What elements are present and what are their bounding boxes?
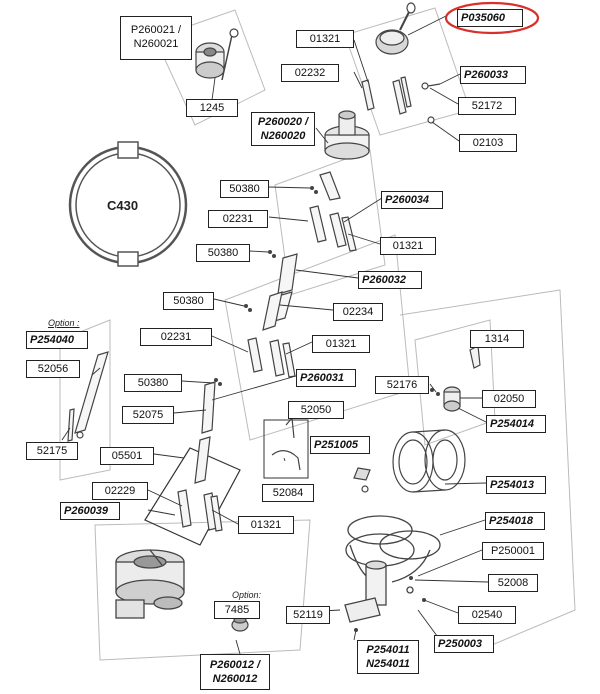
tube-stack — [177, 171, 357, 532]
callout-p254018: P254018 — [485, 512, 545, 530]
callout-n260012-line2: N260012 — [212, 673, 258, 685]
callout-n260020-line2: N260020 — [260, 130, 306, 142]
callout-02234: 02234 — [333, 303, 383, 321]
callout-52119: 52119 — [286, 606, 330, 624]
callout-p254014: P254014 — [486, 415, 546, 433]
callout-50380-d: 50380 — [124, 374, 182, 392]
c430-ring — [68, 141, 188, 267]
head-part-p035060 — [375, 2, 416, 55]
callout-01321-d: 01321 — [238, 516, 294, 534]
frame-p260039 — [144, 447, 241, 546]
callout-p260031: P260031 — [296, 369, 356, 387]
callout-52176: 52176 — [375, 376, 429, 394]
callout-p254013: P254013 — [486, 476, 546, 494]
callout-52008: 52008 — [488, 574, 538, 592]
callout-p250003: P250003 — [434, 635, 494, 653]
bracket-1314 — [469, 345, 481, 369]
callout-50380-b: 50380 — [196, 244, 250, 262]
callout-1314: 1314 — [470, 330, 524, 348]
frame-p251005 — [263, 419, 309, 479]
set-screws — [214, 186, 440, 632]
callout-02103: 02103 — [459, 134, 517, 152]
callout-50380-a: 50380 — [220, 180, 269, 198]
callout-01321-top: 01321 — [296, 30, 354, 48]
callout-p254040: P254040 — [26, 331, 88, 349]
leader-lines — [61, 15, 489, 655]
clamp-basket-p254018 — [344, 515, 441, 623]
callout-02231-a: 02231 — [208, 210, 268, 228]
callout-p260012-line1: P260012 / — [209, 659, 261, 671]
callout-p260020: P260020 / N260020 — [251, 112, 315, 146]
label-option-a: Option : — [48, 318, 80, 328]
callout-52056: 52056 — [26, 360, 80, 378]
callout-p035060: P035060 — [457, 9, 523, 27]
frame-right-long — [399, 289, 576, 651]
callout-p260039: P260039 — [60, 502, 120, 520]
callout-02540: 02540 — [458, 606, 516, 624]
callout-p251005: P251005 — [310, 436, 370, 454]
callout-p260021: P260021 / N260021 — [120, 16, 192, 60]
callout-02050: 02050 — [482, 390, 536, 408]
frame-top-right — [344, 7, 471, 136]
callout-52172: 52172 — [458, 97, 516, 115]
pin-p260033 — [421, 82, 441, 124]
callout-52175: 52175 — [26, 442, 78, 460]
callout-05501: 05501 — [100, 447, 154, 465]
callout-01321-c: 01321 — [312, 335, 370, 353]
callout-02231-b: 02231 — [140, 328, 212, 346]
label-option-b: Option: — [232, 590, 262, 600]
knob-7485 — [231, 616, 249, 632]
callout-52084: 52084 — [262, 484, 314, 502]
callout-p260020-line1: P260020 / — [257, 116, 309, 128]
rods-top-right — [361, 76, 412, 115]
callout-p260034: P260034 — [381, 191, 443, 209]
frame-top-left — [154, 9, 266, 126]
callout-52075: 52075 — [122, 406, 174, 424]
callout-52050: 52050 — [288, 401, 344, 419]
callout-02232: 02232 — [281, 64, 339, 82]
callout-p260021-line1: P260021 / — [130, 24, 182, 36]
clamp-part-p260021 — [195, 28, 239, 81]
callout-50380-c: 50380 — [163, 292, 214, 310]
callout-p254011-line1: P254011 — [366, 644, 410, 656]
spool-p254013 — [392, 429, 466, 493]
callout-01321-b: 01321 — [380, 237, 436, 255]
callout-p260032: P260032 — [358, 271, 422, 289]
callout-7485: 7485 — [214, 601, 260, 619]
adapter-p260020 — [324, 110, 370, 160]
callout-p254011: P254011 N254011 — [357, 640, 419, 674]
winch-base-p260012 — [115, 549, 185, 619]
wing-nut — [353, 467, 371, 493]
callout-n254011-line2: N254011 — [366, 658, 410, 670]
frame-option-left — [59, 319, 111, 481]
callout-n260021-line2: N260021 — [133, 38, 179, 50]
highlight-ellipse — [444, 1, 540, 35]
callout-p250001: P250001 — [482, 542, 544, 560]
label-c430: C430 — [107, 198, 139, 213]
callout-p260012: P260012 / N260012 — [200, 654, 270, 690]
callout-1245: 1245 — [186, 99, 238, 117]
callout-02229: 02229 — [92, 482, 148, 500]
callout-p260033: P260033 — [460, 66, 526, 84]
